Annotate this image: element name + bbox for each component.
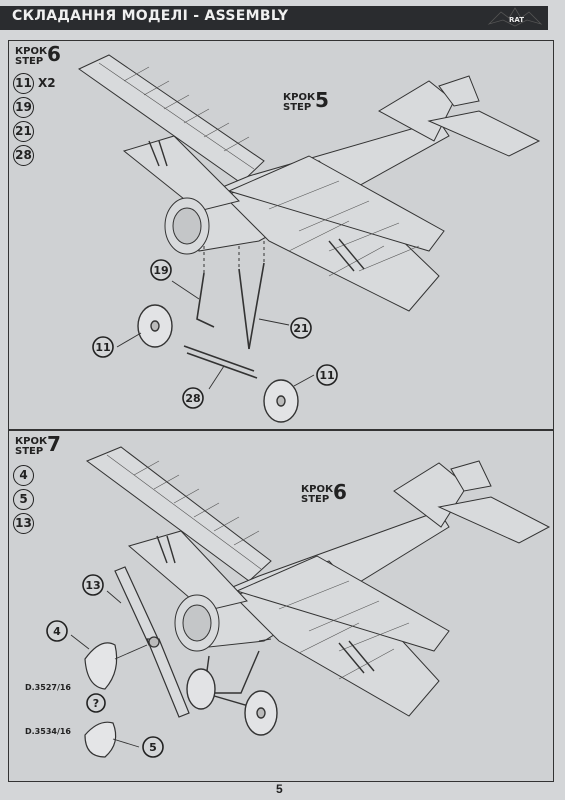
part-11: 11 xyxy=(13,73,34,94)
step-5-reference: КРОК STEP 5 xyxy=(283,88,329,113)
aircraft-drawing-step6: 19 21 11 28 11 xyxy=(78,54,541,423)
step-6-label: КРОК STEP 6 xyxy=(15,42,61,67)
page-number: 5 xyxy=(276,782,283,796)
part-4: 4 xyxy=(13,465,34,486)
part-5: 5 xyxy=(13,489,34,510)
part-19: 19 xyxy=(13,97,34,118)
part-11-multiplier: X2 xyxy=(38,76,56,90)
header-bar xyxy=(0,6,548,30)
callout-19: 19 xyxy=(153,264,168,277)
step-7-label: КРОК STEP 7 xyxy=(15,432,61,457)
step-6-reference: КРОК STEP 6 xyxy=(301,480,347,505)
callout-11-left: 11 xyxy=(95,341,110,354)
question-mark: ? xyxy=(93,697,99,710)
part-28: 28 xyxy=(13,145,34,166)
step-6-panel: КРОК STEP 6 11 X2 19 21 28 КРОК STEP 5 xyxy=(8,40,554,430)
callout-11-right: 11 xyxy=(319,369,334,382)
code-d3534: D.3534/16 xyxy=(25,727,71,736)
part-13: 13 xyxy=(13,513,34,534)
step-7-panel: КРОК STEP 7 4 5 13 КРОК STEP 6 D.3527/16… xyxy=(8,430,554,782)
callout-13: 13 xyxy=(85,579,100,592)
code-d3527: D.3527/16 xyxy=(25,683,71,692)
callout-4: 4 xyxy=(53,625,61,638)
page-title: СКЛАДАННЯ МОДЕЛІ - ASSEMBLY xyxy=(12,8,289,24)
logo-text: RAT xyxy=(509,16,524,24)
aircraft-drawing-step7: 13 4 5 ? xyxy=(46,446,551,758)
brand-logo: RAT xyxy=(487,7,543,27)
part-21: 21 xyxy=(13,121,34,142)
callout-28: 28 xyxy=(185,392,200,405)
page-header: СКЛАДАННЯ МОДЕЛІ - ASSEMBLY RAT xyxy=(0,0,565,34)
callout-21: 21 xyxy=(293,322,308,335)
callout-5: 5 xyxy=(149,741,157,754)
